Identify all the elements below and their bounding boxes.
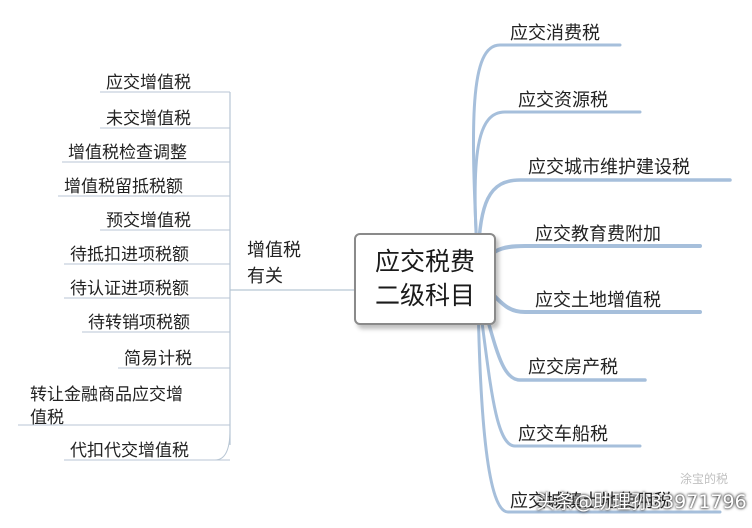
right-node-4[interactable]: 应交教育费附加 [535, 224, 661, 245]
left-node-6[interactable]: 待抵扣进项税额 [70, 245, 189, 265]
left-node-4[interactable]: 增值税留抵税额 [64, 177, 183, 197]
watermark-text: 头条@助理孙33971796 [536, 491, 747, 513]
left-node-2[interactable]: 未交增值税 [106, 109, 191, 129]
left-node-8[interactable]: 待转销项税额 [88, 313, 190, 333]
right-node-5[interactable]: 应交土地增值税 [535, 290, 661, 311]
center-label-line2: 二级科目 [374, 281, 475, 310]
left-node-10a[interactable]: 转让金融商品应交增 [30, 385, 183, 405]
left-node-1[interactable]: 应交增值税 [106, 73, 191, 93]
right-node-8[interactable]: 应交城镇土地使用税 [510, 491, 672, 512]
left-node-9[interactable]: 简易计税 [124, 349, 192, 369]
left-node-10b: 值税 [30, 408, 64, 428]
vat-related-line1: 增值税 [247, 240, 301, 261]
left-curve-bottom [214, 429, 231, 461]
vat-related-node[interactable]: 增值税 有关 [247, 238, 301, 290]
right-node-1[interactable]: 应交消费税 [510, 23, 600, 44]
center-node[interactable]: 应交税费 二级科目 [354, 233, 496, 325]
left-node-7[interactable]: 待认证进项税额 [70, 279, 189, 299]
watermark-faint: 涂宝的税 [680, 472, 729, 486]
left-node-5[interactable]: 预交增值税 [106, 211, 191, 231]
right-node-2[interactable]: 应交资源税 [518, 90, 608, 111]
right-node-6[interactable]: 应交房产税 [528, 357, 618, 378]
left-node-3[interactable]: 增值税检查调整 [68, 143, 187, 163]
left-node-11[interactable]: 代扣代交增值税 [70, 441, 189, 461]
right-branch-8 [476, 294, 722, 514]
right-branch-4 [476, 244, 702, 274]
right-branch-2 [473, 110, 642, 270]
center-label-line1: 应交税费 [374, 247, 475, 276]
vat-related-line2: 有关 [247, 266, 283, 287]
right-node-7[interactable]: 应交车船税 [518, 424, 608, 445]
right-node-3[interactable]: 应交城市维护建设税 [528, 157, 690, 178]
right-branch-7 [476, 290, 642, 448]
